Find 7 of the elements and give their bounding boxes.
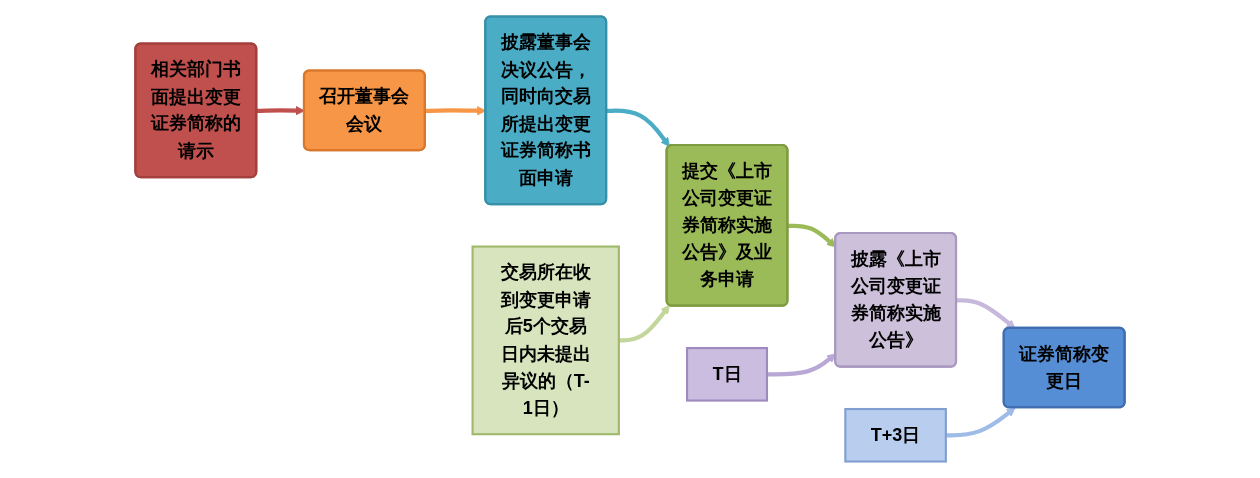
arrow [956, 298, 1016, 329]
node-box: T+3日 [844, 408, 947, 463]
node-box: 交易所在收到变更申请后5个交易日内未提出异议的（T-1日） [471, 245, 620, 436]
arrow [606, 108, 670, 147]
node-box: T日 [686, 347, 769, 402]
arrow [945, 407, 1016, 438]
arrow [618, 304, 670, 343]
